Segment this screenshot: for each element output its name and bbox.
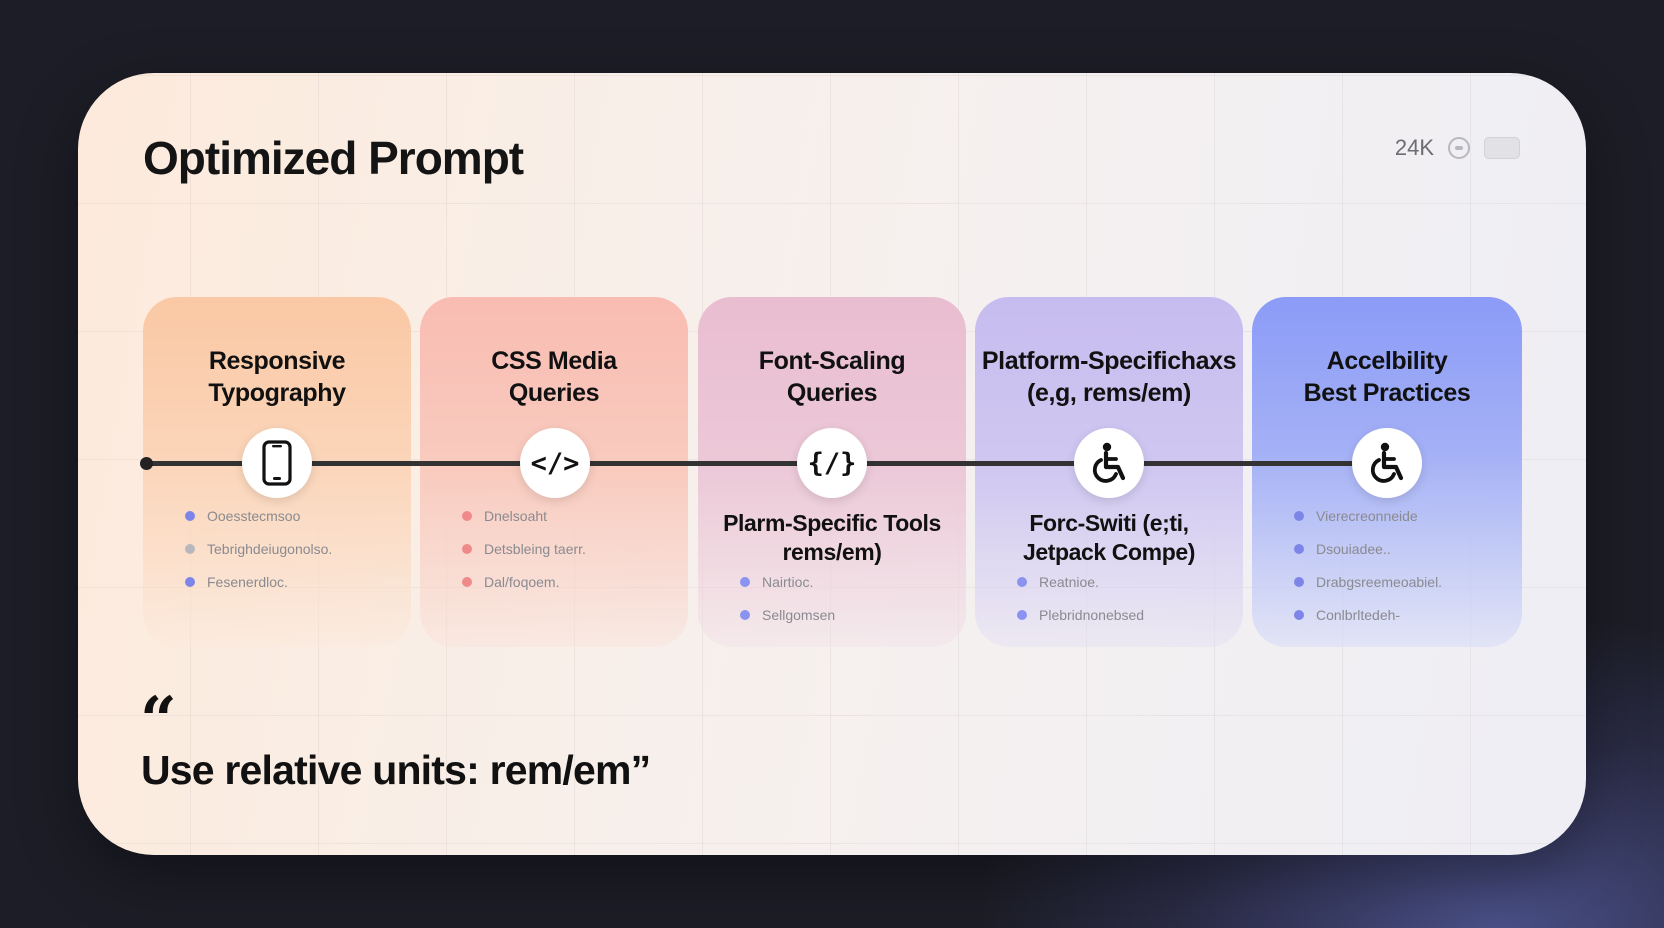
list-item: Sellgomsen	[740, 598, 952, 631]
bullet-dot	[462, 543, 472, 554]
bullet-dot	[740, 609, 750, 620]
list-item: Nairtioc.	[740, 565, 952, 598]
list-item: Vierecreonneide	[1294, 499, 1508, 532]
curly-braces-icon: {/}	[797, 428, 867, 498]
quote-mark: “	[140, 683, 177, 758]
header-controls: 24K	[1395, 135, 1520, 161]
settings-icon[interactable]	[1448, 137, 1470, 159]
code-icon: </>	[520, 428, 590, 498]
timeline-start-dot	[140, 457, 153, 470]
bullet-dot	[1294, 543, 1304, 554]
bullet-dot	[462, 510, 472, 521]
bullet-dot	[1017, 576, 1027, 587]
stage-title: Accelbility Best Practices	[1303, 347, 1471, 407]
stage-title: CSS Media Queries	[491, 347, 617, 407]
toggle-switch[interactable]	[1484, 137, 1520, 159]
list-item: Dal/foqoem.	[462, 565, 674, 598]
bullet-dot	[1017, 609, 1027, 620]
list-item: Dsouiadee..	[1294, 532, 1508, 565]
list-item: Reatnioe.	[1017, 565, 1229, 598]
list-item: Tebrighdeiugonolso.	[185, 532, 397, 565]
list-item: Dnelsoaht	[462, 499, 674, 532]
prompt-card: Optimized Prompt 24K Responsive Typograp…	[78, 73, 1586, 855]
list-item: Ooesstecmsoo	[185, 499, 397, 532]
stage-title: Platform-Specifichaxs (e,g, rems/em)	[981, 347, 1237, 407]
bullet-dot	[185, 543, 195, 554]
stage-bullets: Dnelsoaht Detsbleing taerr. Dal/foqoem.	[462, 499, 674, 598]
stage-title: Font-Scaling Queries	[758, 347, 906, 407]
wheelchair-icon	[1352, 428, 1422, 498]
stage-title: Responsive Typography	[208, 347, 346, 407]
smartphone-icon	[242, 428, 312, 498]
bullet-dot	[462, 576, 472, 587]
list-item: Detsbleing taerr.	[462, 532, 674, 565]
stage-bullets: Ooesstecmsoo Tebrighdeiugonolso. Fesener…	[185, 499, 397, 598]
list-item: Drabgsreemeoabiel.	[1294, 565, 1508, 598]
stage-bullets: Reatnioe. Plebridnonebsed	[1017, 565, 1229, 631]
page-title: Optimized Prompt	[143, 132, 524, 184]
token-count: 24K	[1394, 135, 1434, 160]
bullet-dot	[185, 576, 195, 587]
stage-subtitle: Plarm-Specific Tools rems/em)	[723, 510, 941, 565]
stage-bullets: Vierecreonneide Dsouiadee.. Drabgsreemeo…	[1294, 499, 1508, 631]
list-item: Conlbrltedeh-	[1294, 598, 1508, 631]
quote-text: Use relative units: rem/em”	[141, 747, 651, 793]
timeline-line	[144, 461, 1419, 466]
bullet-dot	[1294, 609, 1304, 620]
list-item: Fesenerdloc.	[185, 565, 397, 598]
wheelchair-icon	[1074, 428, 1144, 498]
bullet-dot	[1294, 576, 1304, 587]
stage-bullets: Nairtioc. Sellgomsen	[740, 565, 952, 631]
list-item: Plebridnonebsed	[1017, 598, 1229, 631]
stage-subtitle: Forc-Switi (e;ti, Jetpack Compe)	[1022, 510, 1196, 565]
bullet-dot	[1294, 510, 1304, 521]
bullet-dot	[740, 576, 750, 587]
bullet-dot	[185, 510, 195, 521]
